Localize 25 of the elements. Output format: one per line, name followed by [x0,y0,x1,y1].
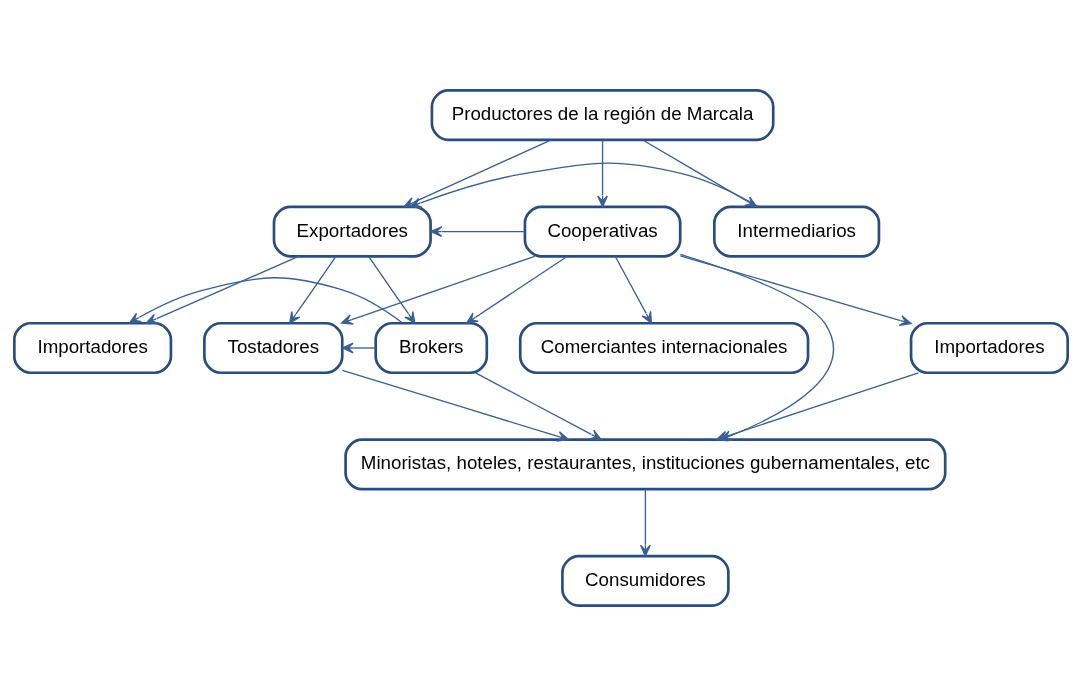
node-box: Importadores [13,321,173,374]
arrow [367,255,416,324]
arrow [597,138,609,207]
arrow [289,255,337,324]
node-box: Productores de la región de Marcala [430,88,775,141]
arrow [679,254,912,326]
node-box: Tostadores [203,321,344,374]
arrow [341,369,569,442]
node-box: Intermediarios [713,204,881,258]
arrow [474,371,602,440]
node-box: Cooperativas [523,204,682,258]
node-box: Minoristas, hoteles, restaurantes, instituciones gubernamentales, etc [344,437,947,491]
arrow [430,225,526,237]
arrow [614,255,653,324]
arrow [128,276,404,324]
arrow [145,255,300,324]
arrow [639,488,651,557]
node-box: Importadores [909,321,1069,374]
node-box: Comerciantes internacionales [518,321,810,374]
node-box: Consumidores [561,554,730,607]
arrow [340,255,536,325]
node-box: Exportadores [272,204,432,258]
arrow [466,255,568,324]
arrow [341,342,377,353]
node-box: Brokers [374,321,489,374]
